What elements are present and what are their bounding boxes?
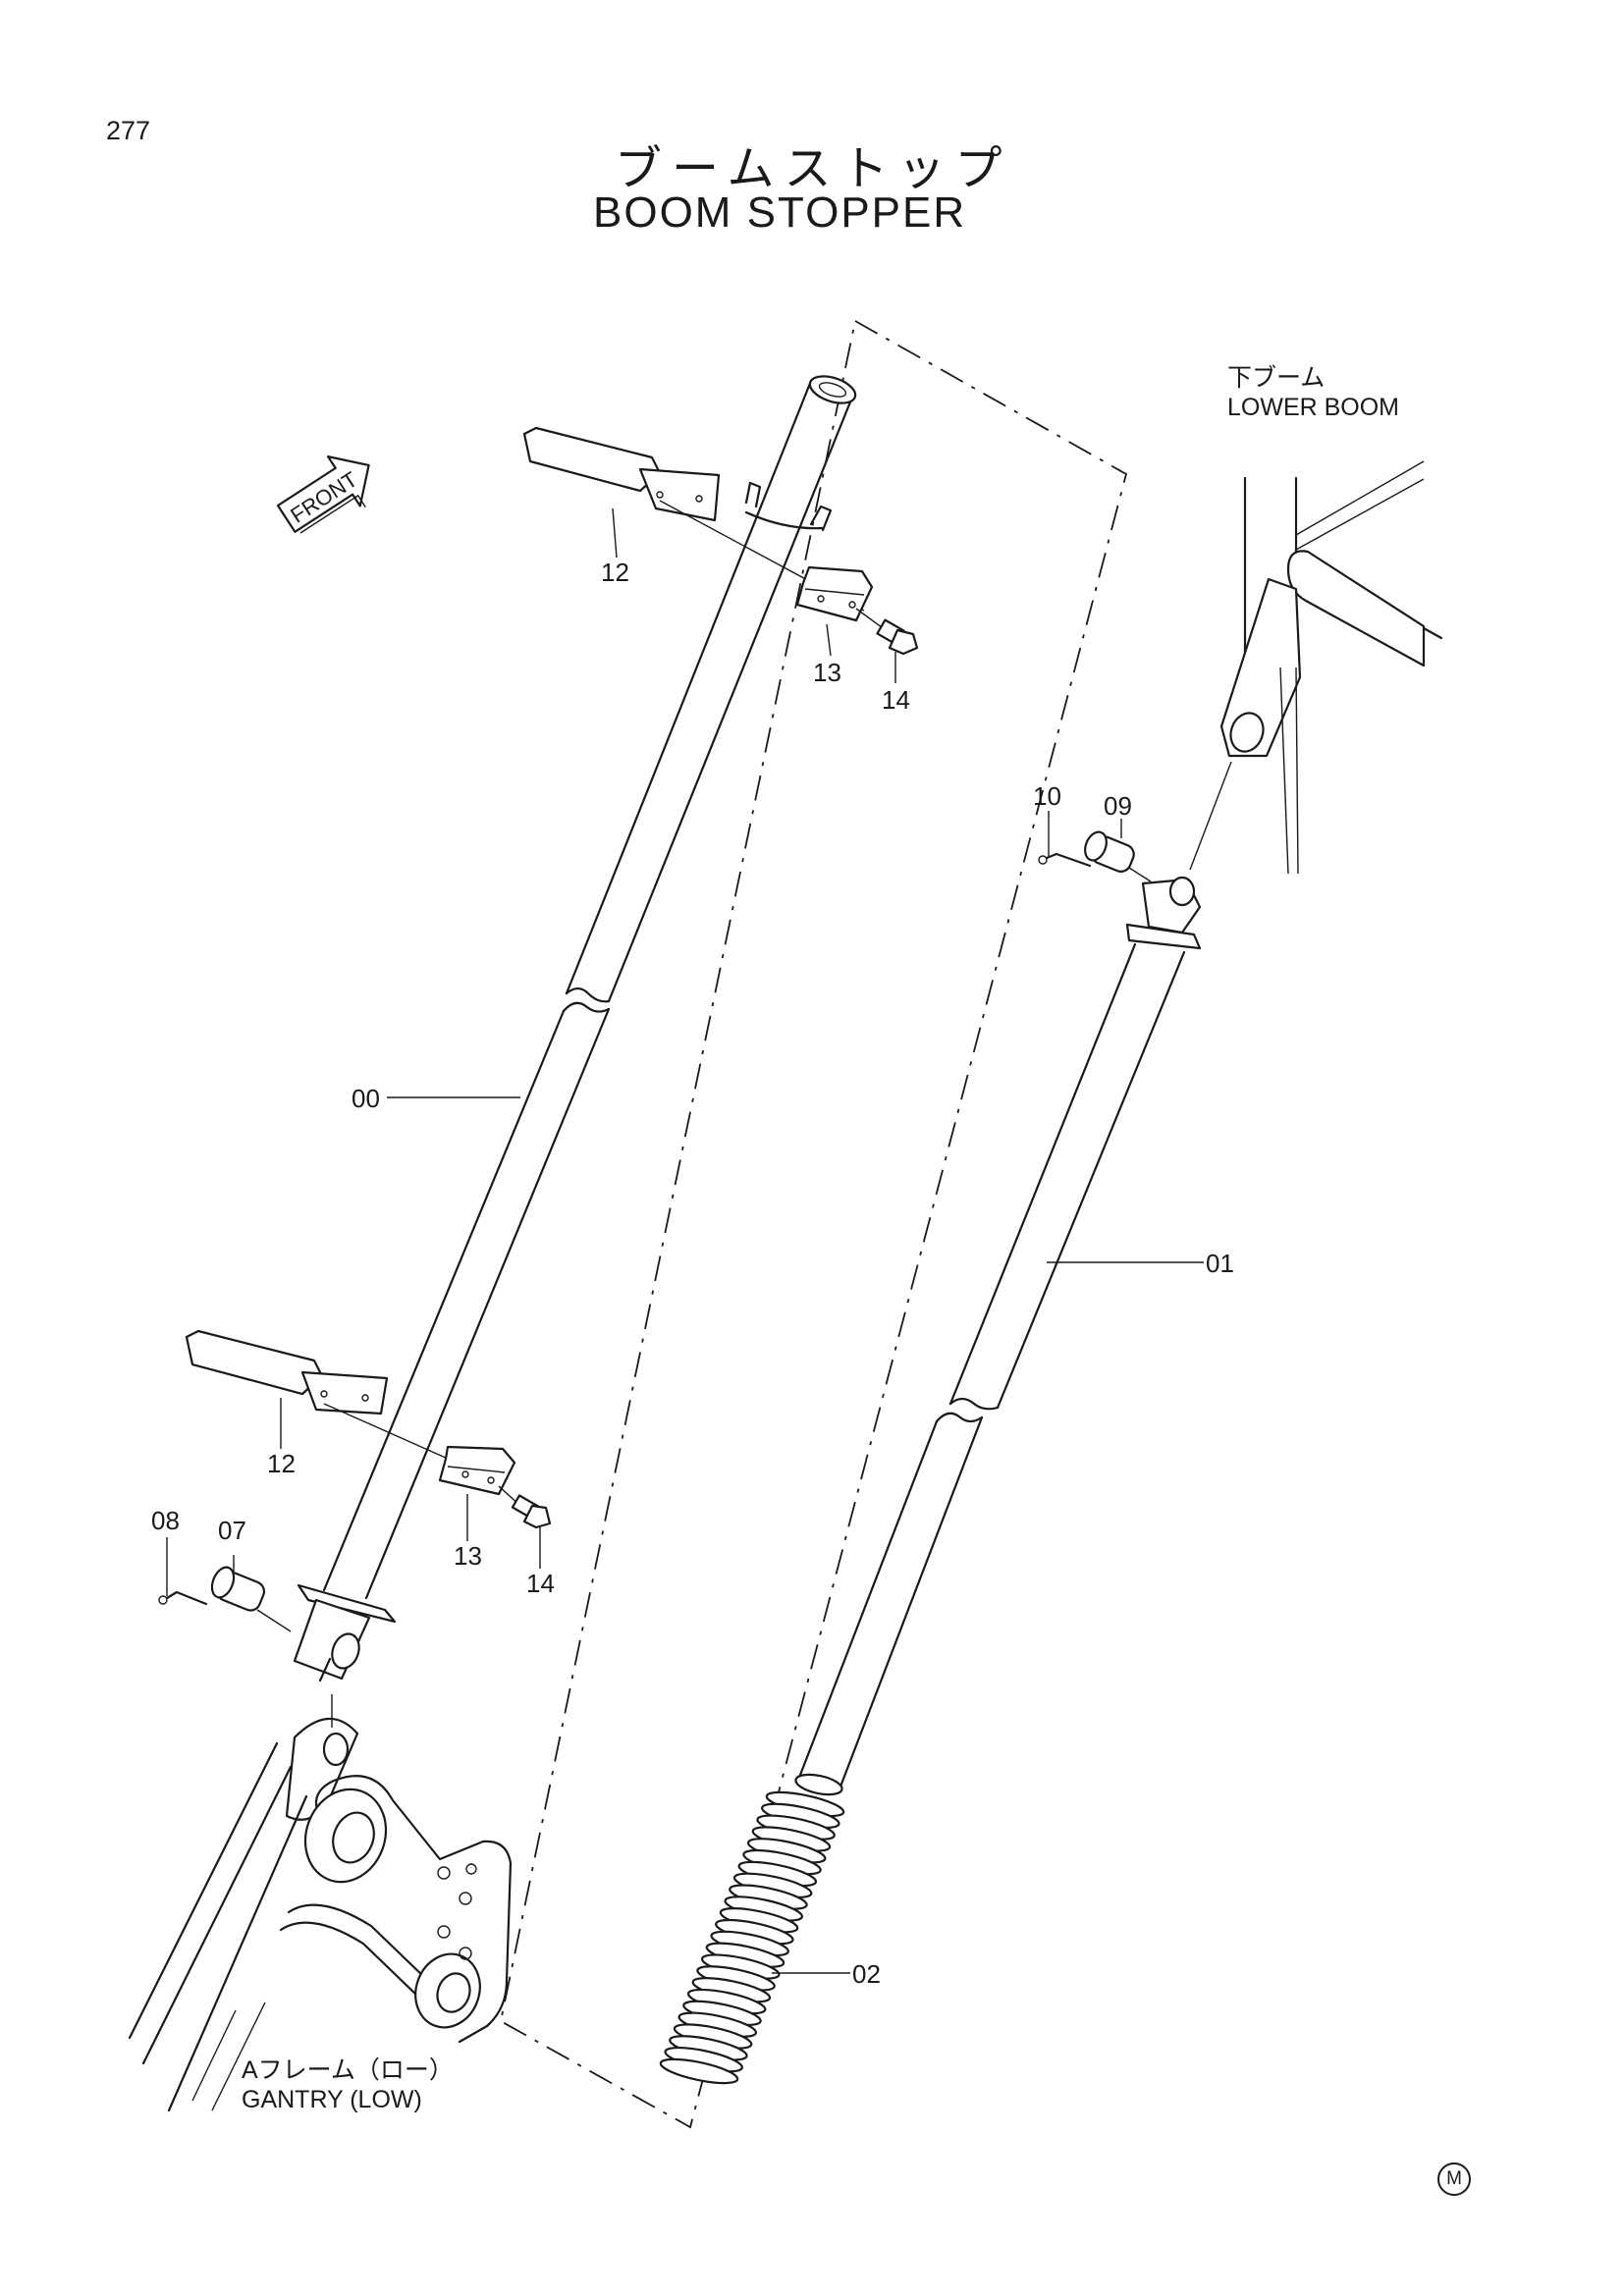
callout-07: 07	[218, 1516, 246, 1545]
cotter-pin-08	[158, 1590, 208, 1606]
spring-coil	[659, 2057, 739, 2085]
callout-02: 02	[852, 1959, 881, 1989]
bracket-12-lower	[185, 1329, 449, 1460]
callout-14-upper: 14	[882, 685, 910, 715]
tube-01-lower	[794, 1412, 984, 1796]
gantry-label: Aフレーム（ロー） GANTRY (LOW)	[242, 2056, 454, 2114]
leader-lines	[166, 507, 1204, 1974]
pin-09	[1084, 830, 1152, 882]
spring-02	[659, 1790, 845, 2085]
callout-09: 09	[1104, 791, 1132, 821]
lower-boom-label-ja: 下ブーム	[1227, 364, 1326, 392]
callout-12-upper: 12	[601, 558, 629, 587]
tube-00-bottom-clevis	[293, 1583, 397, 1682]
gantry-label-ja: Aフレーム（ロー）	[242, 2056, 454, 2084]
title-japanese: ブームストップ	[615, 141, 1012, 196]
callout-01: 01	[1206, 1249, 1234, 1278]
callout-00: 00	[352, 1084, 380, 1113]
page-number: 277	[106, 116, 151, 145]
callout-13-lower: 13	[454, 1541, 482, 1571]
lower-boom-label-en: LOWER BOOM	[1227, 394, 1400, 421]
callout-13-upper: 13	[813, 658, 841, 687]
assembly-frame	[499, 319, 1128, 2129]
tube-00-lower	[322, 1001, 611, 1600]
title-english: BOOM STOPPER	[593, 188, 967, 237]
clamp-13-lower	[438, 1445, 516, 1496]
bolt-14-upper	[855, 608, 919, 656]
bracket-12-upper	[522, 426, 865, 612]
callout-10: 10	[1033, 781, 1061, 811]
callout-12-lower: 12	[267, 1449, 296, 1478]
clamp-13-upper	[795, 565, 874, 622]
callout-08: 08	[151, 1506, 180, 1535]
bolt-14-lower	[498, 1485, 552, 1529]
lower-boom-label: 下ブーム LOWER BOOM	[1227, 363, 1399, 422]
front-arrow-icon: FRONT	[276, 455, 370, 534]
tube-band-clamp	[744, 481, 833, 532]
gantry-label-en: GANTRY (LOW)	[242, 2086, 422, 2113]
tube-01-upper	[948, 876, 1202, 1411]
revision-mark: M	[1437, 2163, 1471, 2196]
callout-14-lower: 14	[526, 1569, 555, 1598]
tube-00-upper	[565, 375, 857, 1003]
cotter-pin-10	[1038, 852, 1092, 868]
gantry-sketch	[128, 1694, 513, 2112]
pin-07	[210, 1566, 292, 1632]
lower-boom-sketch	[1189, 460, 1443, 875]
